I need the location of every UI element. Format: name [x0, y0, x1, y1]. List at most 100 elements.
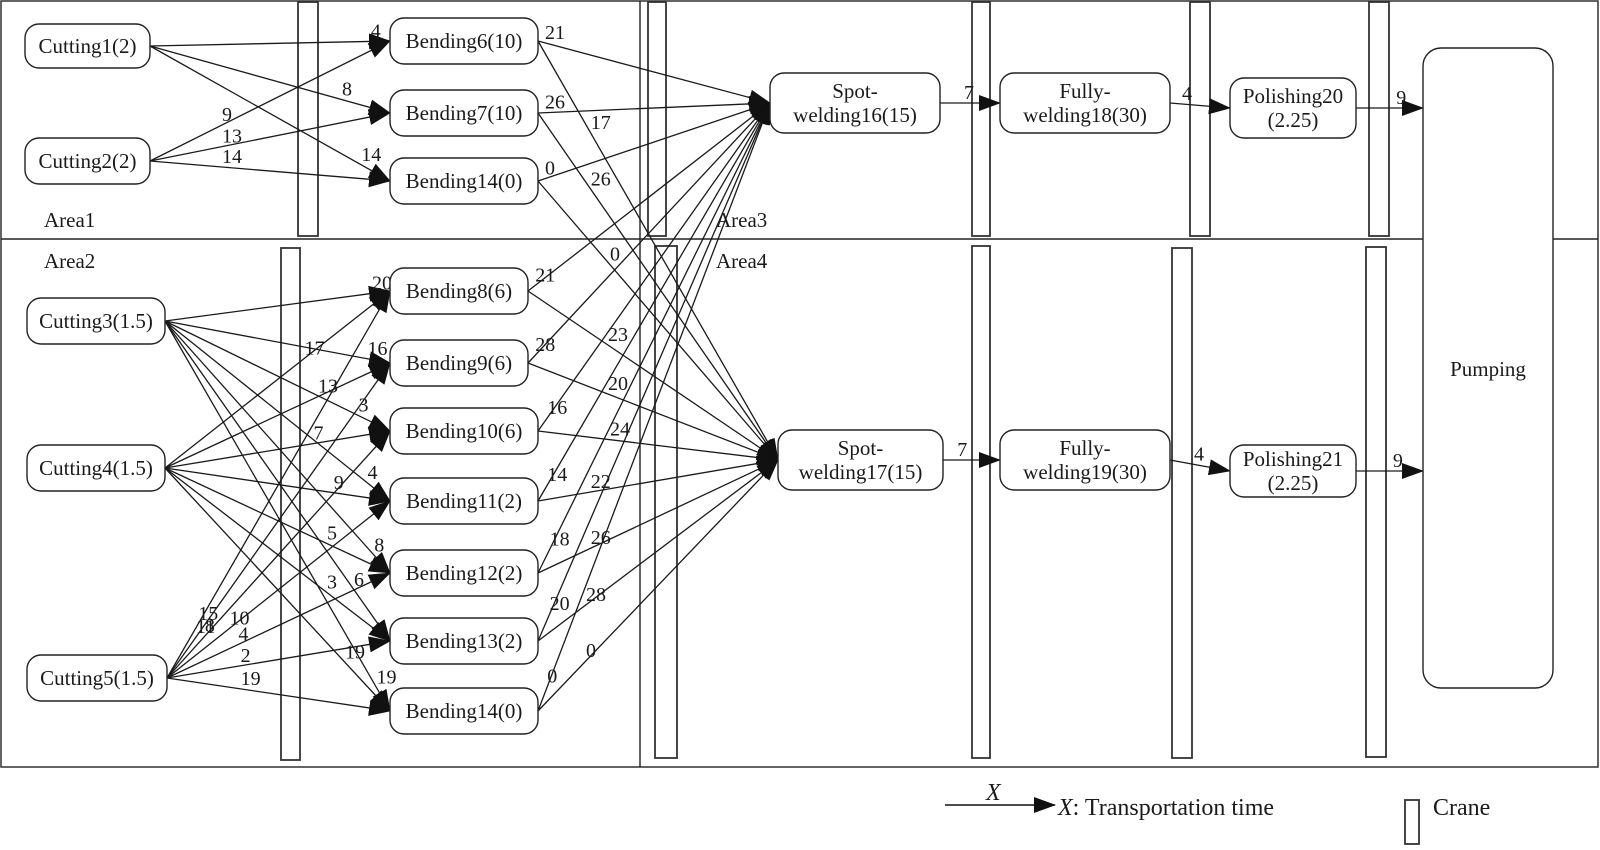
edge-label: 14 — [222, 146, 242, 168]
node-label: Bending6(10) — [406, 29, 523, 53]
node-c1: Cutting1(2) — [24, 23, 151, 69]
edge-label: 23 — [608, 324, 628, 346]
edge-c5-b10: 8 — [166, 430, 391, 679]
edge-c3-b12: 8 — [164, 320, 391, 574]
edge-line — [166, 636, 391, 679]
node-f18: Fully-welding18(30) — [999, 72, 1171, 134]
edge-f18-p20: 4 — [1169, 83, 1231, 115]
node-pump: Pumping — [1422, 47, 1554, 689]
edge-label: 17 — [591, 112, 611, 134]
node-label: Bending10(6) — [406, 419, 523, 443]
edge-c5-b8: 15 — [166, 290, 391, 679]
edge-line — [537, 180, 779, 461]
node-box — [389, 339, 529, 387]
area-labels: Area1 Area2 Area3 Area4 — [44, 208, 768, 273]
node-label: welding19(30) — [1023, 460, 1147, 484]
edge-label: 20 — [372, 272, 392, 294]
edge-line — [537, 102, 771, 574]
edge-line — [537, 459, 779, 642]
edge-b10-s16: 16 — [537, 102, 771, 432]
edge-p21-pump: 9 — [1356, 450, 1424, 479]
edge-b9-s16: 28 — [527, 102, 771, 364]
area-label-4: Area4 — [716, 249, 768, 273]
node-label: Fully- — [1059, 436, 1110, 460]
node-label: Bending14(0) — [406, 699, 523, 723]
edge-label: 4 — [1182, 83, 1192, 105]
edge-label: 0 — [547, 666, 557, 688]
edge-line — [164, 320, 391, 432]
legend-transport-text: : Transportation time — [1073, 795, 1274, 821]
edge-label: 5 — [327, 523, 337, 545]
node-box — [24, 137, 151, 185]
legend-crane-icon — [1404, 799, 1420, 845]
edge-label: 7 — [957, 439, 967, 461]
node-b7: Bending7(10) — [389, 89, 539, 137]
edge-line — [527, 102, 771, 364]
edge-line — [166, 500, 391, 679]
edge-c4-b9: 13 — [164, 362, 391, 469]
crane-6 — [971, 245, 991, 759]
edge-line — [164, 320, 391, 642]
node-c5: Cutting5(1.5) — [26, 654, 168, 702]
node-label: Bending12(2) — [406, 561, 523, 585]
edge-label: 2 — [241, 645, 251, 667]
node-box — [389, 267, 529, 315]
edge-label: 10 — [229, 607, 249, 629]
node-p21: Polishing21(2.25) — [1229, 444, 1357, 498]
edge-line — [166, 572, 391, 679]
edge-label: 18 — [550, 529, 570, 551]
edge-f19-p21: 4 — [1169, 443, 1231, 476]
edge-line — [164, 320, 391, 368]
node-label: Bending13(2) — [406, 629, 523, 653]
edge-c4-b8: 17 — [164, 290, 391, 469]
edge-b6-s16: 21 — [537, 22, 771, 106]
edge-label: 16 — [368, 338, 388, 360]
edge-line — [164, 320, 391, 574]
edge-label: 24 — [610, 419, 630, 441]
legend-crane-label: Crane — [1433, 795, 1490, 821]
edge-label: 6 — [354, 569, 364, 591]
edge-line — [149, 45, 391, 182]
crane-1 — [297, 1, 319, 237]
edge-line — [537, 102, 771, 502]
node-box — [389, 17, 539, 65]
edge-c4-b12: 5 — [164, 467, 391, 574]
edge-line — [166, 430, 391, 679]
edge-c5-b13: 2 — [166, 636, 391, 679]
node-label: Bending9(6) — [406, 351, 512, 375]
node-label: Cutting4(1.5) — [39, 456, 153, 480]
legend-arrow-symbol: X — [985, 780, 1002, 806]
edge-label: 20 — [550, 593, 570, 615]
edge-line — [149, 109, 391, 162]
edge-b8-s16: 21 — [527, 102, 771, 292]
edge-label: 0 — [586, 640, 596, 662]
node-b11: Bending11(2) — [389, 477, 539, 525]
node-label: Cutting2(2) — [39, 149, 137, 173]
diagram-frame — [0, 0, 1599, 768]
edge-c1-b14a: 14 — [149, 45, 391, 182]
edge-label: 19 — [377, 667, 397, 689]
edge-line — [537, 40, 771, 106]
edge-c2-b6: 9 — [149, 40, 391, 162]
edge-line — [149, 45, 391, 116]
edge-line — [1169, 459, 1231, 476]
edge-b14a-s17: 0 — [537, 180, 779, 461]
edge-label: 4 — [368, 462, 378, 484]
edge-label: 0 — [610, 244, 620, 266]
edge-line — [164, 320, 391, 712]
node-s16: Spot-welding16(15) — [769, 72, 941, 134]
edge-line — [537, 459, 779, 712]
edge-line — [166, 362, 391, 679]
edge-label: 22 — [591, 471, 611, 493]
edge-line — [149, 33, 391, 50]
edge-label: 7 — [964, 82, 974, 104]
edge-b7-s16: 26 — [537, 92, 771, 114]
edge-line — [537, 102, 771, 712]
legend: X X: Transportation time Crane — [945, 780, 1490, 845]
node-box — [1422, 47, 1554, 689]
node-label: Pumping — [1450, 357, 1526, 381]
edge-c5-b14b: 19 — [166, 668, 391, 716]
node-label: Bending7(10) — [406, 101, 523, 125]
edge-c3-b9: 16 — [164, 320, 391, 368]
